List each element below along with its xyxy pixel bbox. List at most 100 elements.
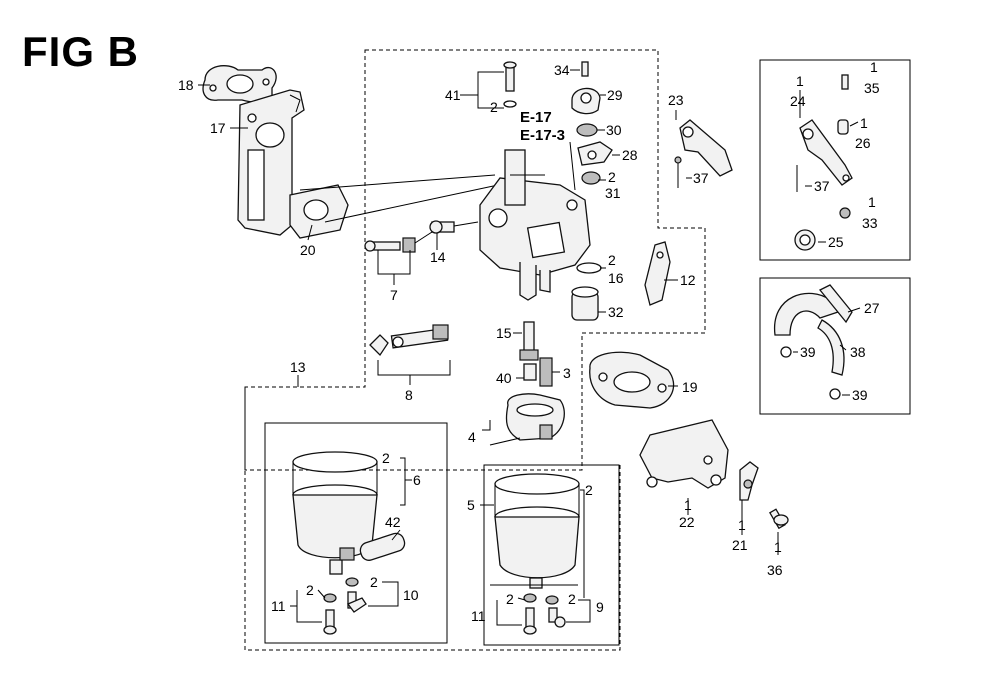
callout-33: 33 [862, 215, 878, 231]
callout-19: 19 [682, 379, 698, 395]
callout-25: 25 [828, 234, 844, 250]
callout-34: 34 [554, 62, 570, 78]
bowl-group-box-right [483, 464, 620, 646]
callout-30: 30 [606, 122, 622, 138]
cover-29 [571, 61, 601, 115]
callout-7: 7 [390, 287, 398, 303]
gasket-20 [289, 184, 349, 239]
needle-valve-32 [571, 286, 599, 321]
callout-2-i: 2 [568, 591, 576, 607]
float-bowl-6 [292, 451, 378, 575]
callout-ref-b: E-17-3 [520, 127, 565, 144]
callout-14: 14 [430, 249, 446, 265]
callout-24: 24 [790, 93, 806, 109]
carburetor-body [479, 149, 591, 301]
gasket-19 [589, 351, 675, 409]
washer-33 [839, 207, 851, 219]
washer-30 [576, 123, 598, 137]
callout-39-b: 39 [852, 387, 868, 403]
leader-lines [198, 69, 861, 626]
insulator-17 [237, 89, 305, 236]
callout-42: 42 [385, 514, 401, 530]
callout-23: 23 [668, 92, 684, 108]
seal-31 [581, 171, 601, 185]
callout-40: 40 [496, 370, 512, 386]
screw-36 [769, 508, 789, 530]
lever-28 [577, 141, 613, 166]
callout-39-a: 39 [800, 344, 816, 360]
tube-27 [774, 284, 853, 336]
callout-1-d: 1 [796, 73, 804, 89]
callout-21: 21 [732, 537, 748, 553]
callout-36: 36 [767, 562, 783, 578]
callout-2-f: 2 [370, 574, 378, 590]
clip-group-box [759, 277, 911, 415]
drain-tube-42 [359, 532, 406, 561]
callout-labels: 18 17 20 14 7 8 13 41 2 E-17 E-17-3 34 2… [178, 59, 880, 624]
throttle-lever-24 [796, 119, 853, 192]
callout-26: 26 [855, 135, 871, 151]
callout-16: 16 [608, 270, 624, 286]
callout-20: 20 [300, 242, 316, 258]
callout-3: 3 [563, 365, 571, 381]
screw-41 [503, 61, 517, 108]
lever-21 [739, 461, 759, 501]
throttle-screw-8 [369, 324, 449, 357]
callout-38: 38 [850, 344, 866, 360]
callout-2-a: 2 [490, 99, 498, 115]
pilot-screw-7 [364, 231, 433, 253]
callout-1-f: 1 [860, 115, 868, 131]
callout-37-b: 37 [814, 178, 830, 194]
callout-2-h: 2 [506, 591, 514, 607]
callout-10: 10 [403, 587, 419, 603]
float-bowl-5 [494, 473, 580, 589]
o-ring-16 [576, 262, 602, 274]
spring-25 [794, 229, 816, 251]
callout-35: 35 [864, 80, 880, 96]
callout-1-g: 1 [868, 194, 876, 210]
callout-15: 15 [496, 325, 512, 341]
clip-39-b [829, 388, 841, 400]
jet-parts-40 [523, 357, 553, 387]
callout-29: 29 [607, 87, 623, 103]
callout-1-c: 1 [774, 539, 782, 555]
clip-38 [817, 319, 845, 376]
callout-31: 31 [605, 185, 621, 201]
choke-lever-23 [674, 119, 733, 188]
screw-35 [841, 74, 849, 90]
bowl-group-box-left [264, 422, 448, 644]
callout-22: 22 [679, 514, 695, 530]
callout-11-b: 11 [471, 608, 486, 624]
callout-32: 32 [608, 304, 624, 320]
callout-6: 6 [413, 472, 421, 488]
callout-2-b: 2 [608, 169, 616, 185]
carburetor-group-outline [244, 49, 706, 471]
callout-27: 27 [864, 300, 880, 316]
callout-18: 18 [178, 77, 194, 93]
bracket-22 [639, 419, 729, 489]
callout-5: 5 [467, 497, 475, 513]
callout-12: 12 [680, 272, 696, 288]
callout-41: 41 [445, 87, 461, 103]
callout-28: 28 [622, 147, 638, 163]
callout-2-e: 2 [306, 582, 314, 598]
callout-17: 17 [210, 120, 226, 136]
drain-screw-10-left [345, 577, 367, 613]
main-jet-15 [519, 321, 539, 361]
figure-title: FIG B [22, 28, 139, 75]
callout-2-g: 2 [585, 482, 593, 498]
nut-26 [837, 119, 849, 135]
gasket-18 [202, 65, 277, 104]
callout-8: 8 [405, 387, 413, 403]
drain-screw-11-left [323, 593, 337, 635]
callout-37-a: 37 [693, 170, 709, 186]
callout-9: 9 [596, 599, 604, 615]
drain-screw-9 [545, 595, 566, 628]
callout-1-e: 1 [870, 59, 878, 75]
callout-2-c: 2 [608, 252, 616, 268]
float-4 [489, 393, 565, 446]
clip-39-a [780, 346, 792, 358]
float-12 [644, 241, 671, 306]
